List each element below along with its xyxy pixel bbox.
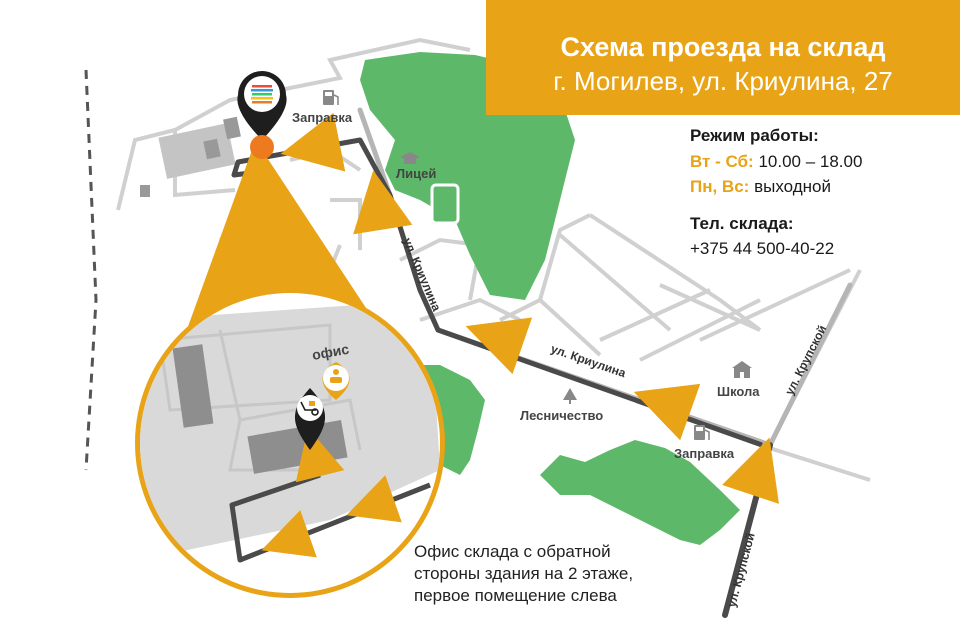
weekend-label: Пн, Вс: [690,177,750,196]
school-icon [732,361,752,378]
zoom-route [229,472,431,563]
warehouse-building [172,344,214,428]
school-label: Школа [717,384,760,399]
forestry-label: Лесничество [520,408,603,423]
weekdays-label: Вт - Сб: [690,152,754,171]
office-marker [322,362,350,400]
note-line-1: Офис склада с обратной [414,542,611,561]
street-krupskoy-top: ул. Крупской [782,323,829,397]
phone-value: +375 44 500-40-22 [690,239,835,258]
location-dot [250,135,274,159]
office-label: офис [311,341,351,363]
phone-title: Тел. склада: [690,214,794,233]
zoom-arrows [261,427,402,558]
logo-stripes-icon [251,85,273,104]
office-note: Офис склада с обратной стороны здания на… [414,541,714,607]
note-line-3: первое помещение слева [414,586,617,605]
hours-weekdays: Вт - Сб: 10.00 – 18.00 [690,152,862,172]
note-line-2: стороны здания на 2 этаже, [414,564,634,583]
street-krupskoy-bottom: ул. Крупской [724,531,757,608]
park-inner [430,183,460,225]
location-marker [237,71,287,159]
park-south [540,440,740,545]
gas-station-icon [694,425,710,440]
lyceum-label: Лицей [396,166,436,181]
warehouse-entrance-marker [294,388,326,450]
hours-title: Режим работы: [690,126,819,145]
weekend-value: выходной [754,177,831,196]
page-address: г. Могилев, ул. Криулина, 27 [553,66,893,96]
cart-icon [300,401,319,416]
gas-station-icon [323,90,339,105]
title-banner: Схема проезда на склад г. Могилев, ул. К… [486,0,960,115]
buildings-top [140,116,241,197]
graduation-cap-icon [400,152,420,164]
gas-station-bottom-label: Заправка [674,446,735,461]
gas-station-top-label: Заправка [292,110,353,125]
page-title: Схема проезда на склад [560,32,886,62]
route-arrows [280,112,779,504]
tree-icon [563,388,577,404]
weekdays-value: 10.00 – 18.00 [758,152,863,171]
route-path [231,137,763,448]
railway-line [84,69,98,471]
office-worker-icon [330,369,342,383]
hours-weekend: Пн, Вс: выходной [690,177,831,197]
